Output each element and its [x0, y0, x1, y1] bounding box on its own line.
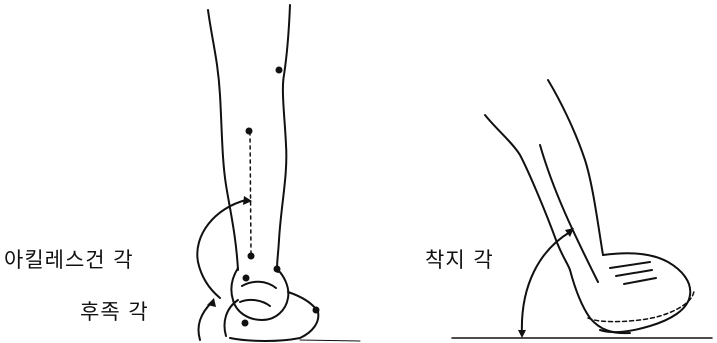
rear-view-markers: [242, 67, 320, 327]
side-shin-line: [540, 145, 598, 282]
marker-dot: [313, 307, 320, 314]
marker-dot: [248, 253, 255, 260]
side-shoe-sole: [588, 290, 694, 322]
marker-dot: [274, 266, 281, 273]
achilles-dotted-line: [250, 132, 251, 255]
heel-angle-label: 후족 각: [80, 302, 149, 323]
achilles-angle-label: 아킬레스건 각: [4, 250, 134, 271]
rear-leg-right-contour: [277, 5, 290, 272]
rear-heel-inner: [240, 282, 276, 306]
side-leg-front-contour: [548, 80, 603, 255]
landing-angle-arc: [522, 232, 570, 335]
achilles-angle-arc: [197, 200, 246, 298]
marker-dot: [246, 128, 253, 135]
rear-foot-outline: [225, 292, 319, 341]
side-shoe-heel: [570, 270, 630, 333]
marker-dot: [242, 320, 249, 327]
rear-view-leg: [197, 5, 360, 341]
marker-dot: [243, 275, 250, 282]
marker-dot: [276, 67, 283, 74]
side-shoe-laces: [610, 262, 656, 284]
heel-angle-arc: [199, 302, 213, 340]
side-view-leg: [452, 80, 712, 338]
landing-arc-arrowhead: [518, 330, 526, 338]
landing-angle-label: 착지 각: [425, 250, 494, 271]
landing-arc-arrowhead: [565, 228, 574, 237]
rear-leg-left-contour: [208, 10, 238, 270]
side-shoe-upper: [600, 253, 690, 332]
rear-heel-contour: [231, 268, 288, 320]
rear-ground-line: [300, 340, 360, 341]
